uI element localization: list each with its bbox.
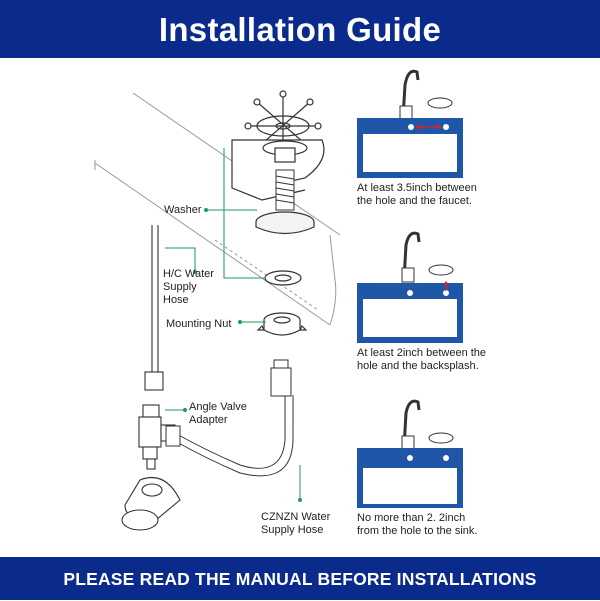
braided-hose — [165, 359, 294, 477]
washer-part — [255, 211, 315, 235]
mounting-nut-part — [256, 312, 308, 336]
tip-faucet-distance: At least 3.5inch between the hole and th… — [357, 182, 477, 207]
tip-backsplash-distance: At least 2inch between the hole and the … — [357, 347, 487, 372]
tip-sink-distance: No more than 2. 2inch from the hole to t… — [357, 512, 478, 537]
leader-lines — [165, 148, 301, 500]
manual-notice: PLEASE READ THE MANUAL BEFORE INSTALLATI… — [0, 557, 600, 600]
sink-panel-1 — [357, 69, 463, 178]
threaded-shaft — [275, 169, 295, 211]
label-washer: Washer — [164, 204, 202, 216]
page-title: Installation Guide — [0, 0, 600, 58]
label-hc-hose: H/C Water Supply Hose — [163, 268, 214, 306]
label-mounting-nut: Mounting Nut — [166, 318, 232, 330]
rinser-wheel — [244, 90, 322, 152]
label-czn-hose: CZNZN Water Supply Hose — [261, 511, 331, 536]
sink-panel-3 — [357, 399, 463, 508]
label-angle-valve: Angle Valve Adapter — [189, 401, 247, 426]
ring-washer — [264, 270, 302, 286]
sink-panel-2 — [357, 231, 463, 343]
